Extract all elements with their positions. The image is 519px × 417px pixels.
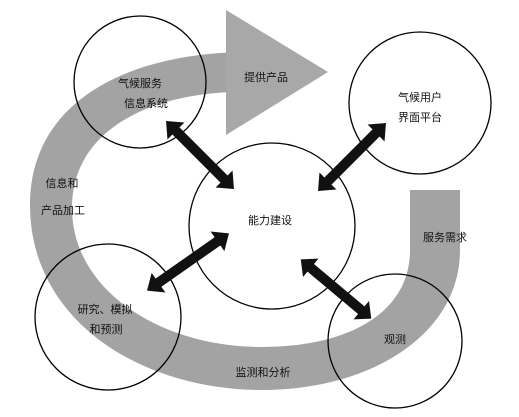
climate-services-label-line1: 气候服务: [118, 76, 162, 90]
band-label-info-line1: 信息和: [46, 176, 79, 190]
research-label-line2: 和预测: [90, 323, 123, 336]
observation-label: 观测: [384, 333, 406, 346]
node-observation: [327, 273, 463, 409]
node-climate-services: [73, 15, 207, 149]
band-label-provide-products: 提供产品: [244, 70, 288, 84]
climate-services-label-line2: 信息系统: [124, 96, 168, 110]
arrow-observation-center: [300, 258, 372, 320]
arrow-research-center: [147, 231, 229, 293]
band-label-service-demand: 服务需求: [423, 231, 467, 244]
user-platform-label-line1: 气候用户: [398, 90, 442, 104]
center-label: 能力建设: [248, 213, 292, 227]
flow-band-arrowhead: [226, 10, 328, 135]
node-research: [34, 243, 182, 391]
user-platform-label-line2: 界面平台: [398, 110, 442, 124]
band-label-info-line2: 产品加工: [41, 203, 85, 217]
research-label-line1: 研究、模拟: [78, 302, 133, 316]
arrow-platform-center: [318, 123, 386, 191]
node-user-platform: [348, 31, 492, 175]
arrow-services-center: [166, 121, 234, 189]
band-label-monitoring: 监测和分析: [236, 365, 291, 379]
